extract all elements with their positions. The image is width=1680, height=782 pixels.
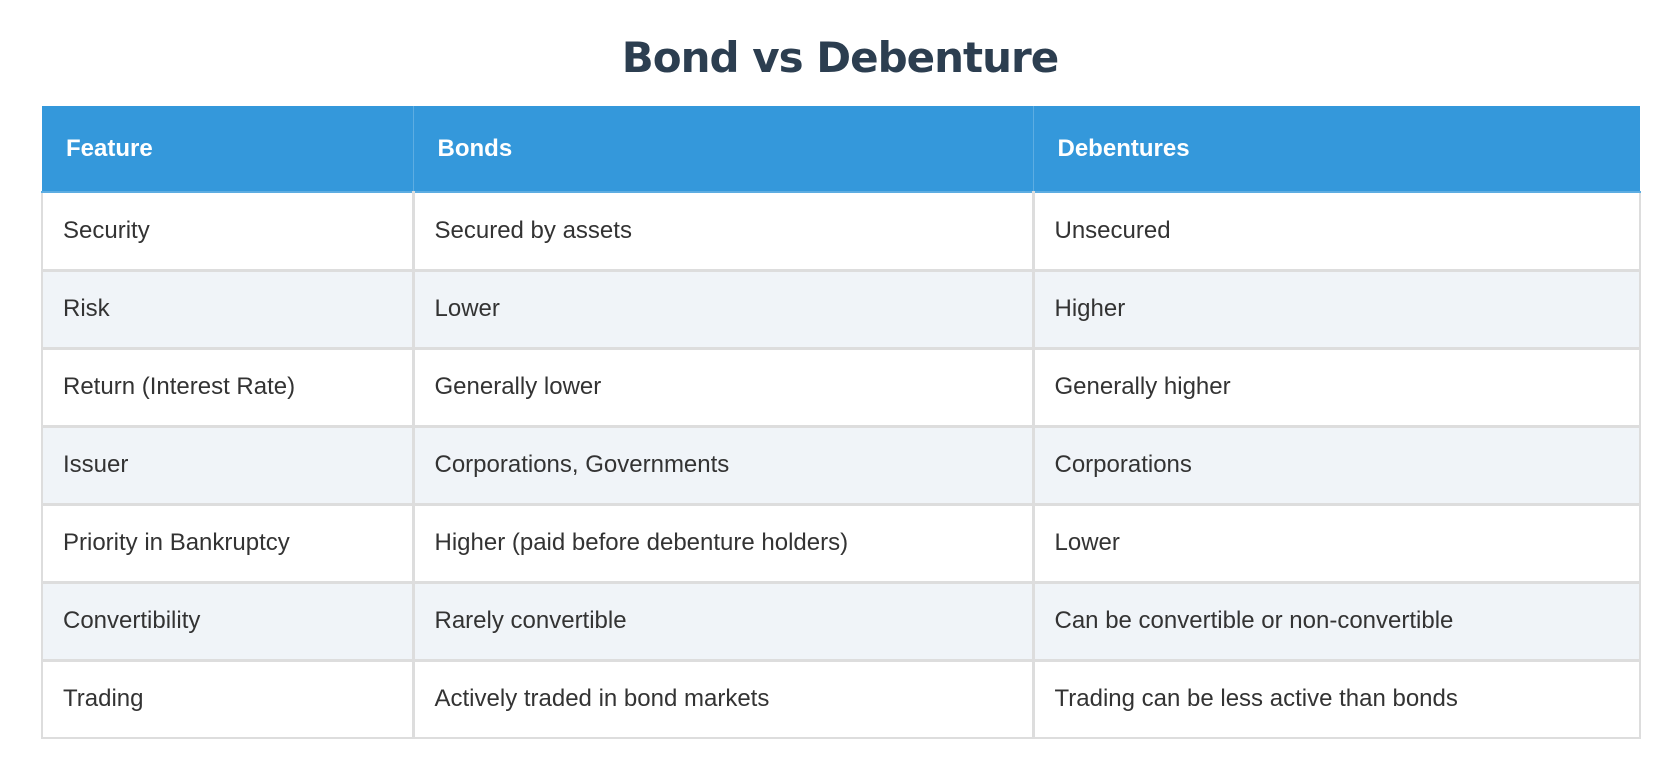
cell-debentures: Corporations <box>1031 426 1641 506</box>
table-row: Convertibility Rarely convertible Can be… <box>41 582 1641 662</box>
table-row: Risk Lower Higher <box>41 270 1641 350</box>
cell-feature: Return (Interest Rate) <box>41 348 414 428</box>
cell-bonds: Generally lower <box>411 348 1034 428</box>
header-debentures: Debentures <box>1033 106 1640 193</box>
cell-debentures: Generally higher <box>1031 348 1641 428</box>
cell-feature: Issuer <box>41 426 414 506</box>
cell-debentures: Unsecured <box>1031 192 1641 272</box>
cell-bonds: Rarely convertible <box>411 582 1034 662</box>
comparison-table-container: Feature Bonds Debentures Security Secure… <box>41 106 1641 739</box>
cell-debentures: Trading can be less active than bonds <box>1031 660 1641 739</box>
page-title: Bond vs Debenture <box>621 33 1059 82</box>
cell-bonds: Secured by assets <box>411 192 1034 272</box>
cell-feature: Convertibility <box>41 582 414 662</box>
cell-feature: Priority in Bankruptcy <box>41 504 414 584</box>
table-row: Trading Actively traded in bond markets … <box>41 660 1641 739</box>
cell-debentures: Lower <box>1031 504 1641 584</box>
header-bonds: Bonds <box>413 106 1034 193</box>
table-row: Security Secured by assets Unsecured <box>41 192 1641 272</box>
header-feature: Feature <box>42 106 414 193</box>
header-row: Feature Bonds Debentures <box>42 106 1640 193</box>
cell-bonds: Lower <box>411 270 1034 350</box>
cell-debentures: Can be convertible or non-convertible <box>1031 582 1641 662</box>
cell-debentures: Higher <box>1031 270 1641 350</box>
comparison-table: Feature Bonds Debentures Security Secure… <box>41 106 1641 739</box>
cell-bonds: Higher (paid before debenture holders) <box>411 504 1034 584</box>
table-body: Security Secured by assets Unsecured Ris… <box>41 192 1641 739</box>
table-row: Return (Interest Rate) Generally lower G… <box>41 348 1641 428</box>
table-row: Issuer Corporations, Governments Corpora… <box>41 426 1641 506</box>
cell-bonds: Corporations, Governments <box>411 426 1034 506</box>
cell-feature: Security <box>41 192 414 272</box>
cell-feature: Trading <box>41 660 414 739</box>
cell-feature: Risk <box>41 270 414 350</box>
cell-bonds: Actively traded in bond markets <box>411 660 1034 739</box>
table-row: Priority in Bankruptcy Higher (paid befo… <box>41 504 1641 584</box>
table-header: Feature Bonds Debentures <box>42 106 1640 193</box>
